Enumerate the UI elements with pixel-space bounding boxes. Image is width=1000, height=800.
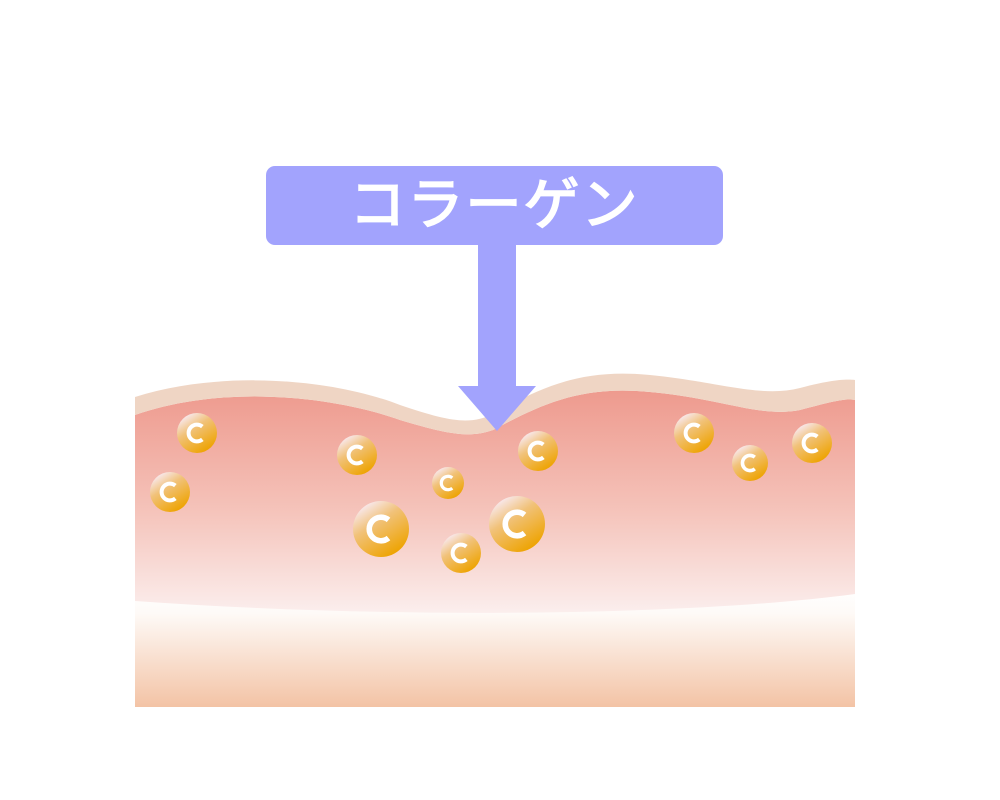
collagen-particles (150, 413, 832, 573)
vitamin-c-particle-icon (353, 501, 409, 557)
vitamin-c-particle-icon (518, 431, 558, 471)
vitamin-c-particle-icon (337, 435, 377, 475)
letter-c-glyph (186, 422, 204, 444)
letter-c-glyph (683, 422, 701, 444)
vitamin-c-particle-icon (150, 472, 190, 512)
letter-c-glyph (502, 509, 527, 539)
collagen-label: コラーゲン (266, 166, 723, 245)
letter-c-glyph (439, 474, 454, 492)
vitamin-c-particle-icon (432, 467, 464, 499)
letter-c-glyph (159, 481, 177, 503)
letter-c-glyph (366, 514, 391, 544)
collagen-label-text: コラーゲン (349, 172, 640, 238)
letter-c-glyph (450, 542, 468, 564)
dermis-layer (135, 390, 855, 613)
vitamin-c-particle-icon (177, 413, 217, 453)
epidermis-layer (135, 373, 855, 435)
vitamin-c-particle-icon (674, 413, 714, 453)
letter-c-glyph (346, 444, 364, 466)
letter-c-glyph (527, 440, 545, 462)
vitamin-c-particle-icon (732, 445, 768, 481)
vitamin-c-particle-icon (489, 496, 545, 552)
vitamin-c-particle-icon (792, 423, 832, 463)
letter-c-glyph (801, 432, 819, 454)
letter-c-glyph (740, 453, 756, 473)
down-arrow-icon (458, 244, 536, 431)
vitamin-c-particle-icon (441, 533, 481, 573)
